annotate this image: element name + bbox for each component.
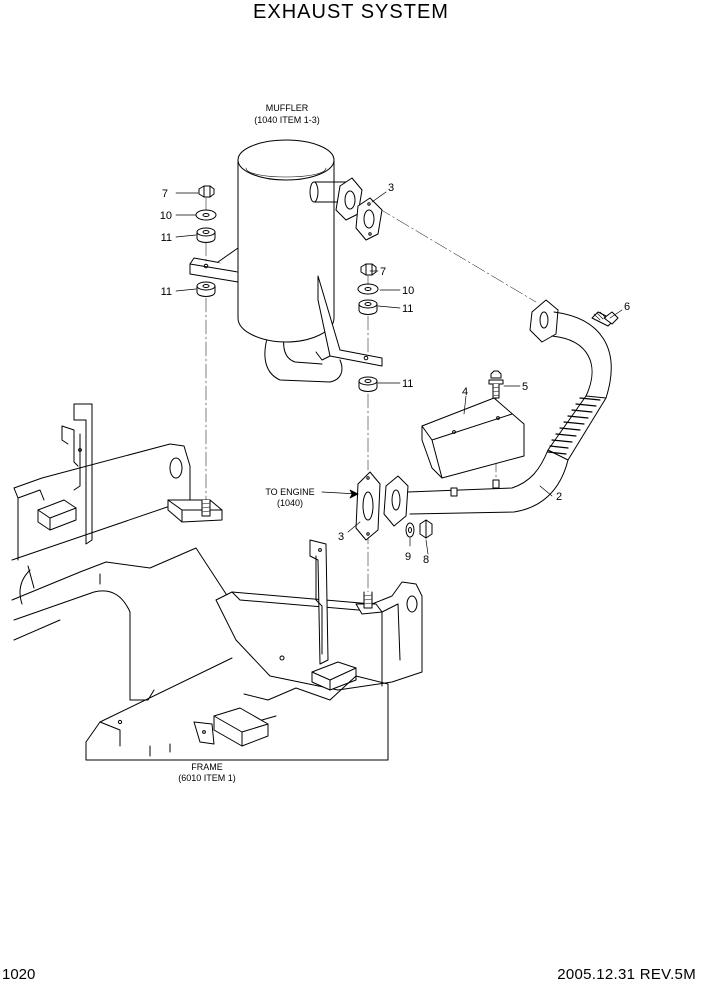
callout-2: 2 [556, 491, 562, 503]
callout-11-left-upper: 11 [161, 232, 172, 244]
callout-7-left: 7 [162, 188, 168, 200]
gasket-lower [355, 471, 381, 541]
page-title: EXHAUST SYSTEM [253, 1, 449, 23]
reference-notes: MUFFLER (1040 ITEM 1-3) TO ENGINE (1040)… [178, 103, 320, 783]
leader-lines [175, 191, 623, 555]
heat-shield [421, 397, 525, 479]
callout-3-upper: 3 [388, 182, 394, 194]
engine-ref: (1040) [277, 498, 303, 508]
washer-9 [405, 522, 415, 538]
exhaust-pipe [383, 299, 612, 527]
callout-9: 9 [405, 551, 411, 563]
muffler-ref: (1040 ITEM 1-3) [254, 115, 320, 125]
hardware-stack-left [195, 185, 217, 297]
callout-8: 8 [423, 554, 429, 566]
gasket-upper [355, 197, 383, 241]
callout-11-right-upper: 11 [402, 303, 413, 315]
hardware-stack-right [357, 263, 379, 392]
frame-label: FRAME [191, 762, 223, 772]
callout-10-left: 10 [160, 210, 172, 222]
frame [11, 403, 423, 761]
frame-ref: (6010 ITEM 1) [178, 773, 236, 783]
bolt-5 [488, 370, 504, 399]
callout-10-right: 10 [402, 285, 414, 297]
callout-11-right-lower: 11 [402, 378, 413, 390]
callout-4: 4 [462, 386, 468, 398]
callout-5: 5 [522, 381, 528, 393]
callout-3-lower: 3 [338, 531, 344, 543]
callout-6: 6 [624, 301, 630, 313]
muffler [189, 139, 383, 383]
muffler-label: MUFFLER [266, 103, 309, 113]
bolt-6 [591, 311, 619, 327]
callout-7-right: 7 [380, 266, 386, 278]
page-number: 1020 [2, 966, 36, 983]
callout-11-left-lower: 11 [161, 286, 172, 298]
engine-label: TO ENGINE [265, 487, 314, 497]
nut-8 [419, 519, 433, 539]
callouts: 7 10 11 11 3 7 10 11 11 6 5 4 2 3 9 8 [160, 182, 630, 566]
revision-stamp: 2005.12.31 REV.5M [557, 966, 696, 983]
